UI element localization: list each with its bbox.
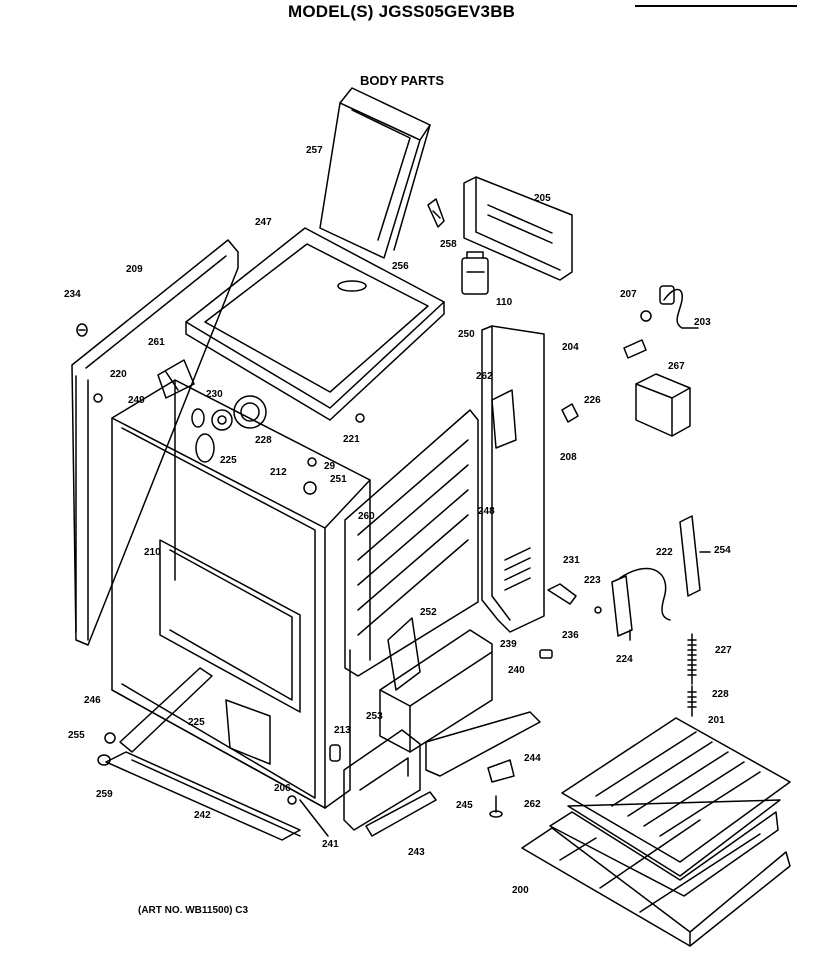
part-257-rear-vent (320, 88, 430, 258)
callout-246: 246 (84, 695, 101, 706)
part-253-bracket (344, 730, 420, 830)
art-number: (ART NO. WB11500) C3 (138, 905, 249, 916)
callout-262: 262 (476, 371, 493, 382)
part-200-oven-rack (522, 820, 790, 946)
part-231-bracket (548, 584, 576, 604)
callout-258: 258 (440, 239, 457, 250)
part-225-plate (226, 700, 270, 764)
part-267-box (636, 374, 690, 436)
callout-208: 208 (560, 452, 577, 463)
callout-207: 207 (620, 289, 637, 300)
model-title: MODEL(S) JGSS05GEV3BB (288, 2, 516, 21)
callout-243: 243 (408, 847, 425, 858)
callout-226: 226 (584, 395, 601, 406)
part-209-left-side-panel (72, 240, 238, 645)
oven-body-frame (112, 380, 370, 808)
callout-254: 254 (714, 545, 731, 556)
callout-236: 236 (562, 630, 579, 641)
callout-250: 250 (458, 329, 475, 340)
callout-201: 201 (708, 715, 725, 726)
callout-231: 231 (563, 555, 580, 566)
part-258-clip (428, 199, 444, 227)
callout-255: 255 (68, 730, 85, 741)
callout-247: 247 (255, 217, 272, 228)
callout-221: 221 (343, 434, 360, 445)
small-fasteners (304, 414, 364, 494)
callout-242: 242 (194, 810, 211, 821)
callout-230: 230 (206, 389, 223, 400)
callout-203: 203 (694, 317, 711, 328)
callout-256: 256 (392, 261, 409, 272)
part-262-broiler-insert (550, 812, 778, 896)
part-226-clip (562, 404, 578, 422)
callout-210: 210 (144, 547, 161, 558)
callout-257: 257 (306, 145, 323, 156)
part-234-screw (77, 324, 87, 336)
part-252-bracket (388, 618, 420, 690)
callout-260: 260 (358, 511, 375, 522)
callout-253: 253 (366, 711, 383, 722)
hinge-assembly (595, 516, 710, 640)
callout-223: 223 (584, 575, 601, 586)
callout-240: 240 (508, 665, 525, 676)
callout-225: 225 (220, 455, 237, 466)
callout-249: 249 (128, 395, 145, 406)
callout-224: 224 (616, 654, 633, 665)
part-110-switch (462, 252, 488, 294)
callout-259: 259 (96, 789, 113, 800)
callout-227: 227 (715, 645, 732, 656)
part-205-backsplash (464, 177, 572, 280)
kick-panel (300, 712, 540, 836)
callout-205: 205 (534, 193, 551, 204)
part-208-rear-channel (482, 326, 544, 632)
callout-262-lower: 262 (524, 799, 541, 810)
part-203-power-cord (624, 286, 698, 358)
burner-components (192, 396, 266, 462)
callout-204: 204 (562, 342, 579, 353)
callout-228-lower: 228 (712, 689, 729, 700)
callout-241: 241 (322, 839, 339, 850)
callout-209: 209 (126, 264, 143, 275)
callout-222: 222 (656, 547, 673, 558)
part-247-cooktop (186, 228, 444, 420)
callout-228: 228 (255, 435, 272, 446)
part-213-clip (288, 745, 340, 804)
part-262-bracket (492, 390, 516, 448)
callout-225-lower: 225 (188, 717, 205, 728)
callout-213: 213 (334, 725, 351, 736)
callout-267: 267 (668, 361, 685, 372)
callout-29: 29 (324, 461, 336, 472)
part-240-base-rail (380, 630, 492, 752)
callout-110: 110 (496, 297, 513, 308)
section-title: BODY PARTS (360, 73, 445, 88)
door-springs (688, 634, 696, 716)
part-260-oven-liner (345, 410, 478, 676)
callout-245: 245 (456, 800, 473, 811)
callout-244: 244 (524, 753, 541, 764)
part-236-clip (540, 650, 552, 658)
callout-206: 206 (274, 783, 291, 794)
callout-220: 220 (110, 369, 127, 380)
bottom-rails (98, 668, 300, 840)
part-220-screw (94, 394, 102, 402)
callout-251: 251 (330, 474, 347, 485)
title-rule (635, 5, 797, 7)
callout-252: 252 (420, 607, 437, 618)
callout-261: 261 (148, 337, 165, 348)
callout-212: 212 (270, 467, 287, 478)
callout-234: 234 (64, 289, 81, 300)
callout-200: 200 (512, 885, 529, 896)
part-201-broiler-pan (562, 718, 790, 876)
callout-248: 248 (478, 506, 495, 517)
callout-239: 239 (500, 639, 517, 650)
